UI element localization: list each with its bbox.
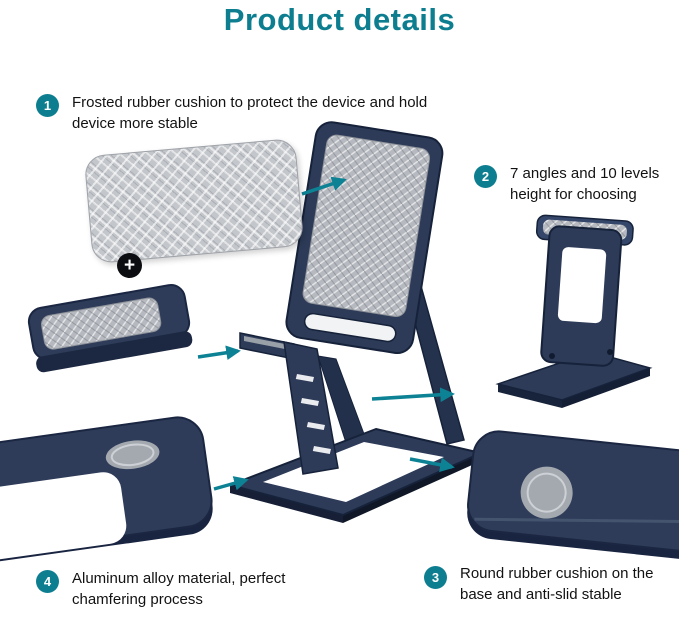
inset-folded-stand (495, 214, 653, 408)
inset-base-corner-right (467, 430, 679, 560)
callout-4-text: Aluminum alloy material, perfect chamfer… (72, 570, 286, 609)
callout-aluminum-alloy: 4 Aluminum alloy material, perfect chamf… (36, 568, 304, 611)
arrow-base-to-right-inset (409, 457, 455, 473)
inset-frosted-texture (83, 137, 305, 265)
callout-frosted-cushion: 1 Frosted rubber cushion to protect the … (36, 92, 444, 135)
callout-3-number-badge: 3 (424, 566, 447, 589)
page-title: Product details (223, 2, 456, 37)
inset-base-corner-left (0, 416, 213, 566)
callout-2-number-badge: 2 (474, 165, 497, 188)
arrow-hook-inset-to-hook (197, 345, 241, 361)
callout-angles-levels: 2 7 angles and 10 levels height for choo… (474, 163, 678, 206)
callout-1-number-badge: 1 (36, 94, 59, 117)
arrow-left-inset-to-base (213, 476, 249, 491)
callout-4-number-badge: 4 (36, 570, 59, 593)
callout-1-text: Frosted rubber cushion to protect the de… (72, 94, 428, 133)
callout-2-text: 7 angles and 10 levels height for choosi… (510, 165, 660, 204)
plus-icon: + (117, 253, 142, 278)
callout-3-text: Round rubber cushion on the base and ant… (460, 565, 654, 603)
arrow-frosted-to-pad (301, 176, 347, 196)
arrow-stand-to-folded-inset (371, 387, 455, 403)
callout-round-cushion: 3 Round rubber cushion on the base and a… (424, 564, 666, 605)
inset-hook-closeup (27, 284, 193, 373)
